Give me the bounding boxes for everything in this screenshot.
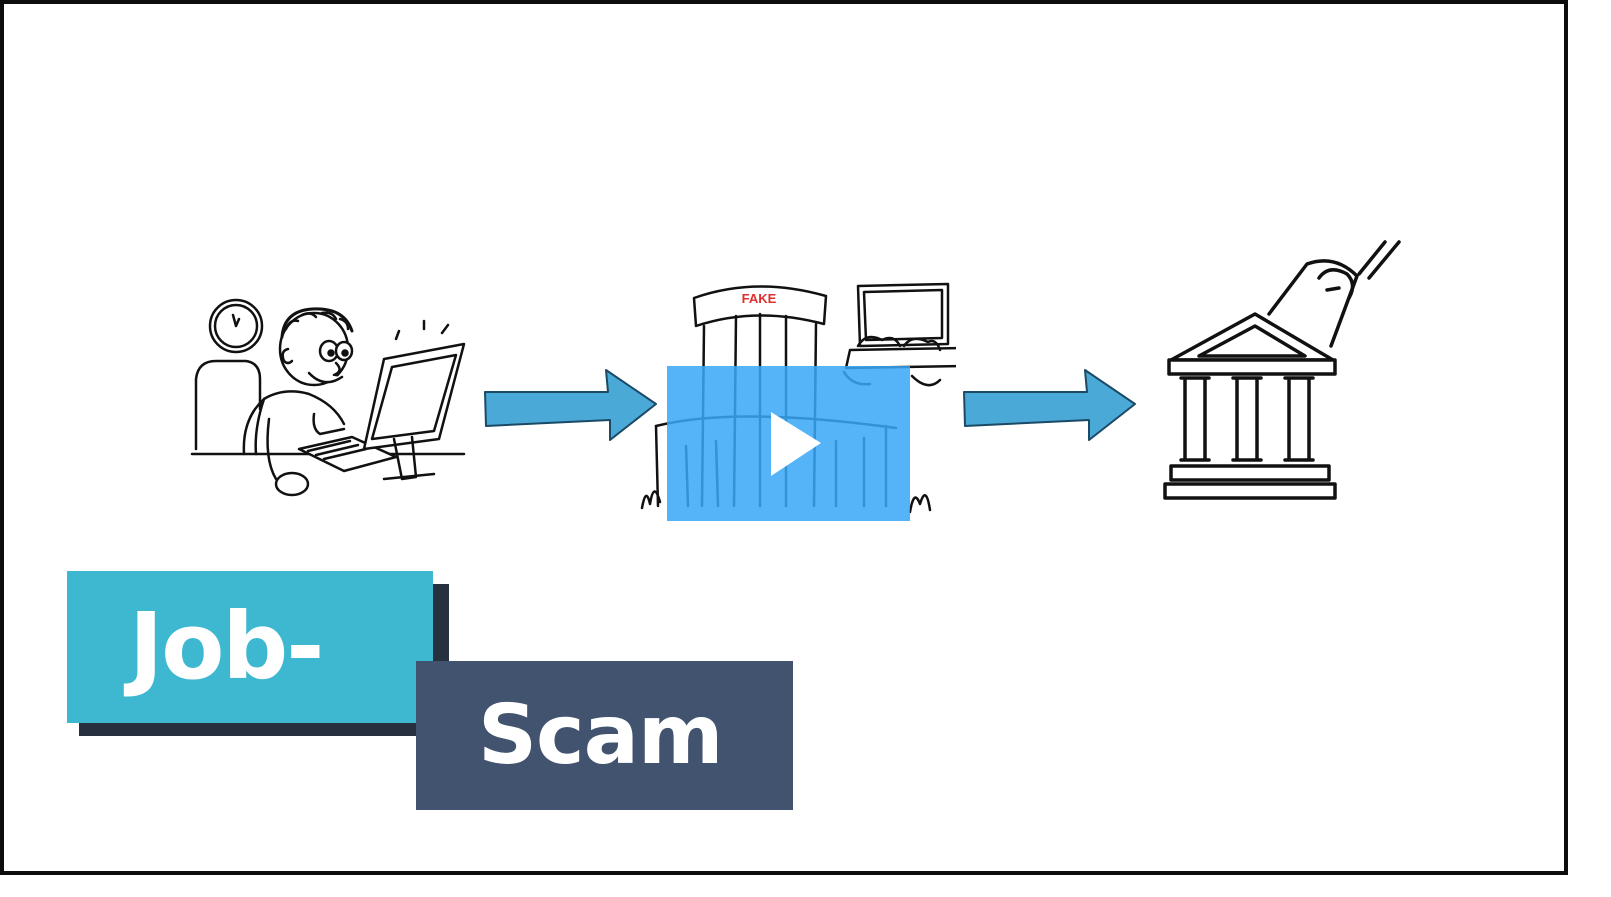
arrow-right-icon xyxy=(484,369,657,441)
play-button[interactable] xyxy=(667,366,910,521)
building-sign-text: FAKE xyxy=(742,291,777,306)
title-line-1: Job- xyxy=(129,593,324,700)
title-line-2-box: Scam xyxy=(416,661,793,810)
title-line-2: Scam xyxy=(478,687,723,783)
arrow-right-icon xyxy=(963,369,1136,441)
video-thumbnail[interactable]: FAKE Job- Scam xyxy=(0,0,1568,875)
title-line-1-box: Job- xyxy=(67,571,433,723)
play-icon xyxy=(771,412,821,476)
person-at-computer-illustration xyxy=(190,298,466,497)
bank-deposit-illustration xyxy=(1163,240,1401,500)
